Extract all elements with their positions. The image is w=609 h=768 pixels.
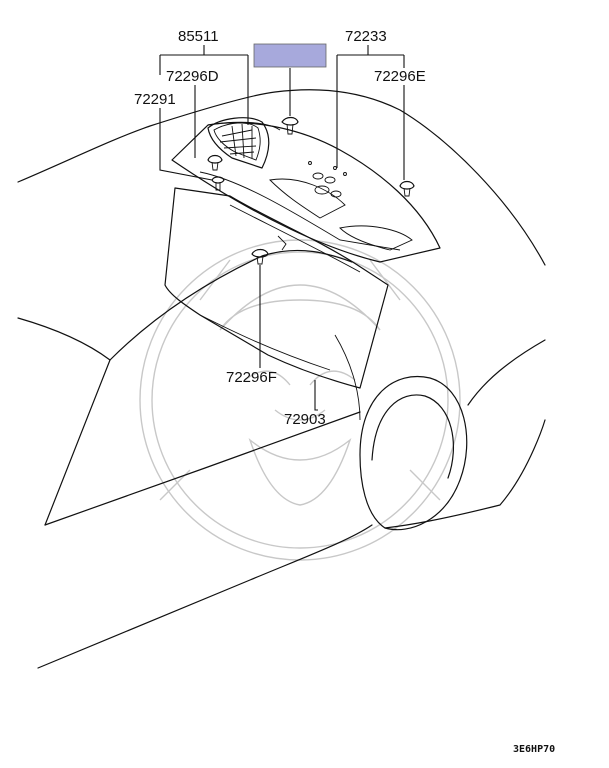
car-body-outline <box>17 89 546 669</box>
label-72296f[interactable]: 72296F <box>226 369 277 386</box>
label-72296e[interactable]: 72296E <box>374 68 426 85</box>
label-72291[interactable]: 72291 <box>134 91 176 108</box>
label-72903[interactable]: 72903 <box>284 411 326 428</box>
clip-72296-top <box>281 116 299 135</box>
clip-72296e <box>399 180 415 197</box>
label-85511[interactable]: 85511 <box>178 28 219 45</box>
watermark-emblem <box>139 239 461 561</box>
clip-72296f <box>251 248 269 265</box>
trunk-trim-panel <box>164 187 389 389</box>
label-72296d[interactable]: 72296D <box>166 68 219 85</box>
clip-72291 <box>211 176 225 191</box>
lamp-lens-hatch <box>219 123 257 159</box>
label-72233[interactable]: 72233 <box>345 28 387 45</box>
highlighted-part-box[interactable] <box>253 43 327 68</box>
rear-parcel-shelf <box>171 121 441 263</box>
stop-lamp-housing <box>207 117 270 169</box>
diagram-code: 3E6HP70 <box>513 744 555 755</box>
clip-72296d <box>207 154 223 171</box>
leader-lines <box>159 45 405 411</box>
